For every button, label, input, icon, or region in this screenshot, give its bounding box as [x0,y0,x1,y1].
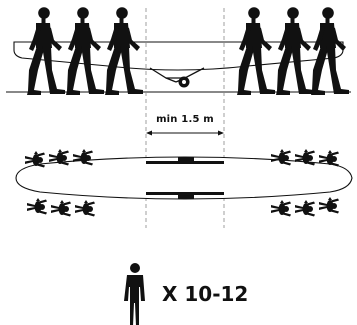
top-view-person-icon [319,197,339,214]
min-spacing-label: min 1.5 m [156,114,214,125]
crew-count-label: X 10-12 [162,282,249,306]
top-view-person-icon [75,200,95,217]
top-view-hull [15,156,353,200]
top-trolley-block [146,192,224,195]
side-view-carriers-left [27,7,143,95]
boat-trolley-icon [149,67,205,88]
standing-person-icon [124,263,145,325]
top-trolley-block [178,157,194,162]
top-view-person-icon [271,200,291,217]
top-view-person-icon [25,151,45,168]
top-view-person-icon [51,200,71,217]
top-trolley-block [178,194,194,199]
side-view-carriers-right [237,7,349,95]
top-view [15,149,353,217]
min-spacing-dimension [146,130,224,136]
side-view [6,7,351,95]
top-view-person-icon [27,198,47,215]
top-view-person-icon [295,200,315,217]
top-trolley-block [146,161,224,164]
